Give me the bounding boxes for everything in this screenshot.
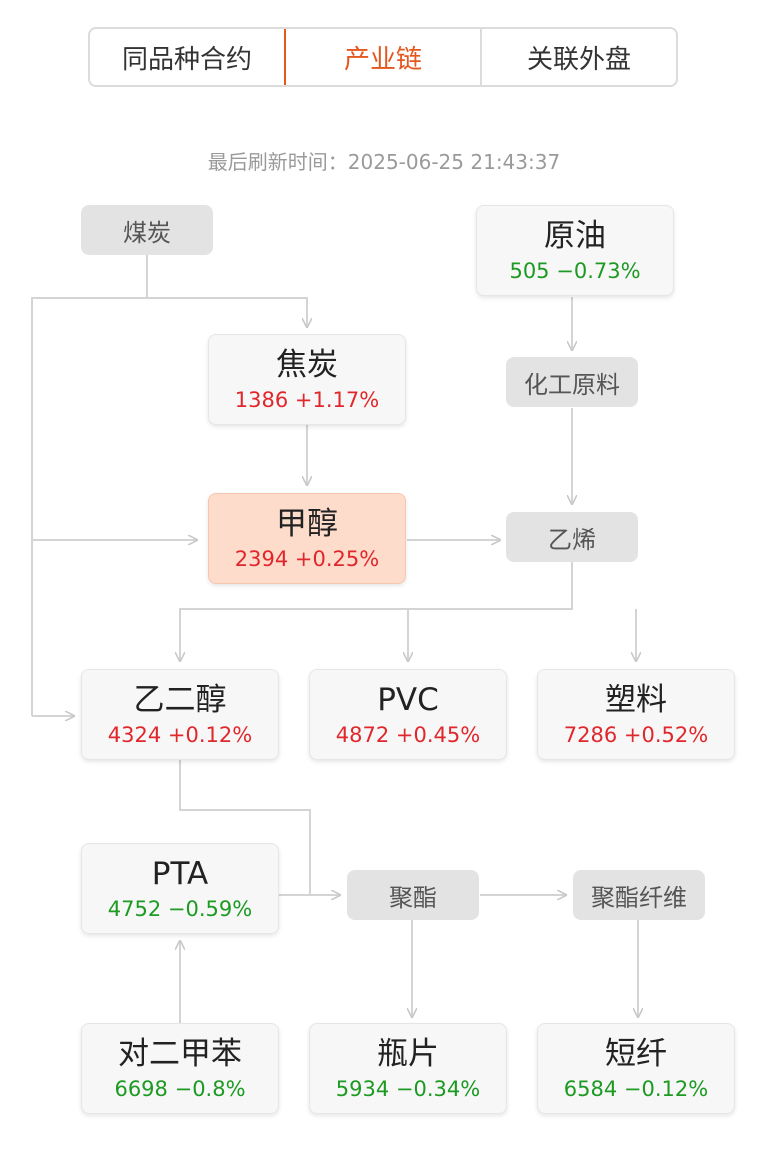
card-name: 焦炭 <box>276 346 338 383</box>
card-name: PTA <box>151 855 209 892</box>
node-polyester: 聚酯 <box>347 870 479 920</box>
card-pta[interactable]: PTA 4752 −0.59% <box>81 843 279 934</box>
node-coal: 煤炭 <box>81 205 213 255</box>
card-name: 塑料 <box>605 681 667 718</box>
card-quote: 2394 +0.25% <box>234 546 380 571</box>
card-quote: 4752 −0.59% <box>107 896 253 921</box>
card-coke[interactable]: 焦炭 1386 +1.17% <box>208 334 406 425</box>
card-methanol[interactable]: 甲醇 2394 +0.25% <box>208 493 406 584</box>
card-name: 对二甲苯 <box>118 1035 242 1072</box>
card-pvc[interactable]: PVC 4872 +0.45% <box>309 669 507 760</box>
node-chem-feedstock: 化工原料 <box>506 357 638 407</box>
card-paraxylene[interactable]: 对二甲苯 6698 −0.8% <box>81 1023 279 1114</box>
card-quote: 6698 −0.8% <box>114 1076 246 1101</box>
card-quote: 4324 +0.12% <box>107 722 253 747</box>
card-name: 瓶片 <box>377 1035 439 1072</box>
card-crude-oil[interactable]: 原油 505 −0.73% <box>476 205 674 296</box>
card-quote: 5934 −0.34% <box>335 1076 481 1101</box>
card-name: PVC <box>377 681 439 718</box>
refresh-time: 最后刷新时间：2025-06-25 21:43:37 <box>207 150 561 174</box>
card-name: 乙二醇 <box>133 681 227 718</box>
card-quote: 1386 +1.17% <box>234 387 380 412</box>
card-staple-fiber[interactable]: 短纤 6584 −0.12% <box>537 1023 735 1114</box>
card-bottle-chip[interactable]: 瓶片 5934 −0.34% <box>309 1023 507 1114</box>
card-quote: 505 −0.73% <box>509 258 641 283</box>
tab-related-foreign[interactable]: 关联外盘 <box>480 29 676 85</box>
card-name: 甲醇 <box>276 505 338 542</box>
card-quote: 4872 +0.45% <box>335 722 481 747</box>
tab-same-variety[interactable]: 同品种合约 <box>121 44 252 75</box>
card-ethylene-glycol[interactable]: 乙二醇 4324 +0.12% <box>81 669 279 760</box>
node-ethylene: 乙烯 <box>506 512 638 562</box>
card-plastic[interactable]: 塑料 7286 +0.52% <box>537 669 735 760</box>
card-quote: 6584 −0.12% <box>563 1076 709 1101</box>
tab-industry-chain[interactable]: 产业链 <box>284 29 482 85</box>
tab-bar: 同品种合约 产业链 关联外盘 <box>88 27 678 87</box>
node-polyester-fiber: 聚酯纤维 <box>573 870 705 920</box>
card-name: 短纤 <box>605 1035 667 1072</box>
card-name: 原油 <box>544 217 606 254</box>
card-quote: 7286 +0.52% <box>563 722 709 747</box>
